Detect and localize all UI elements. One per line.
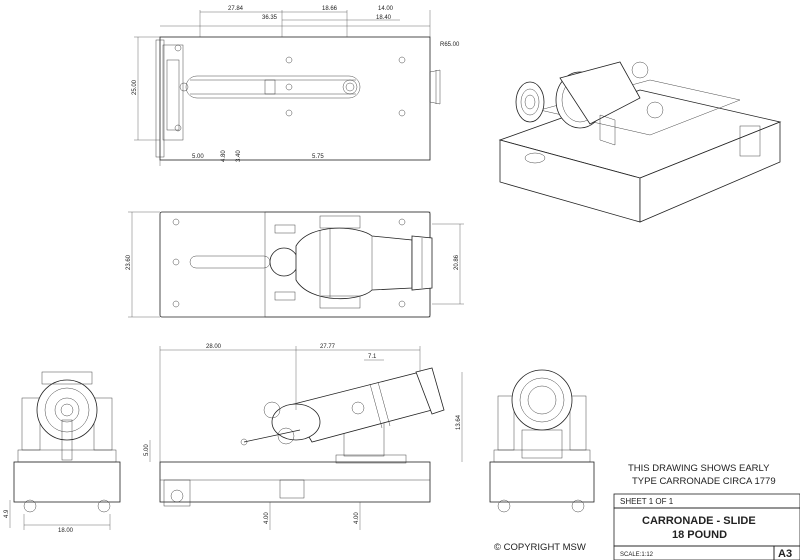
dim-label: 25.00 (132, 79, 138, 95)
dim-label: 18.40 (376, 15, 392, 21)
dim-label: 20.86 (454, 254, 460, 270)
dim-label: 14.00 (378, 6, 394, 12)
dim-label: 4.9 (4, 509, 10, 518)
dim-label: 13.64 (456, 414, 462, 430)
dim-label: 36.35 (262, 15, 278, 21)
drawing-note-line1: THIS DRAWING SHOWS EARLY (628, 463, 770, 474)
dim-label: 4.00 (354, 512, 360, 524)
side-view: 28.00 27.77 7.1 5.00 13.64 4.00 4.00 (144, 344, 463, 530)
drawing-note-line2: TYPE CARRONADE CIRCA 1779 (632, 476, 776, 487)
dim-label: 7.1 (368, 354, 377, 360)
front-view: 23.60 20.86 (126, 211, 464, 318)
top-view-slide-outline (159, 36, 431, 161)
dim-label: 18.00 (58, 528, 74, 534)
drawing-subtitle: 18 POUND (672, 529, 727, 541)
dim-label: 4.80 (221, 150, 227, 162)
dim-label: R65.00 (440, 42, 460, 48)
left-end-view: 4.9 18.00 (4, 371, 121, 534)
dim-label: 4.00 (264, 512, 270, 524)
title-block: SHEET 1 OF 1 CARRONADE - SLIDE 18 POUND … (613, 493, 800, 560)
dim-label: 5.00 (192, 154, 204, 160)
dim-label: 18.66 (322, 6, 338, 12)
isometric-view (498, 61, 782, 223)
sheet-number: SHEET 1 OF 1 (620, 497, 674, 506)
dim-label: 23.60 (126, 254, 132, 270)
drawing-title: CARRONADE - SLIDE (642, 515, 756, 527)
dim-label: 28.00 (206, 344, 222, 350)
dim-label: 5.00 (144, 444, 150, 456)
sheet-size: A3 (778, 548, 792, 560)
dim-label: 27.84 (228, 6, 244, 12)
right-end-view (489, 369, 595, 513)
dim-label: 5.75 (312, 154, 324, 160)
dim-label: 3.40 (236, 150, 242, 162)
top-view: 27.84 36.35 18.66 14.00 18.40 R65.00 25.… (132, 6, 460, 166)
drawing-scale: SCALE:1:12 (620, 552, 654, 558)
copyright-notice: © COPYRIGHT MSW (494, 542, 586, 553)
dim-label: 27.77 (320, 344, 336, 350)
